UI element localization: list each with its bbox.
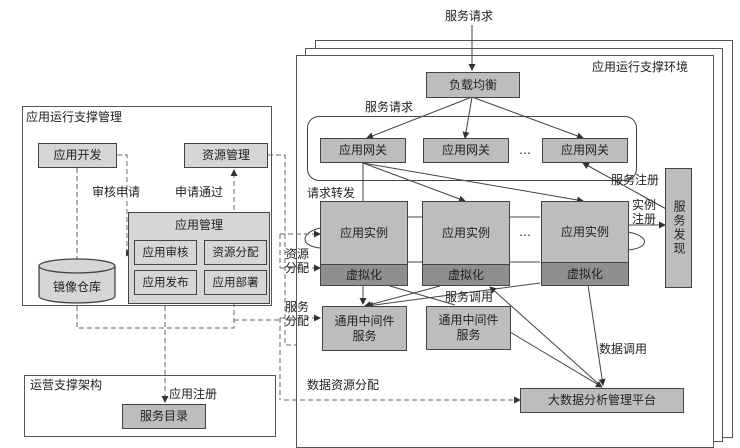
gateway-request-label: 服务请求 (365, 100, 414, 114)
instance-box-3[interactable]: 应用实例 (541, 201, 629, 263)
service-call-label: 服务调用 (445, 290, 494, 304)
service-discovery-label: 服务发现 (672, 200, 686, 256)
runtime-mgmt-title: 应用运行支撑管理 (26, 110, 123, 124)
resource-alloc-label: 资源分配 (284, 247, 309, 275)
app-register-label: 应用注册 (169, 387, 218, 401)
audit-request-label: 审核申请 (92, 185, 141, 199)
instance-register-label: 实例注册 (631, 198, 656, 226)
bigdata-platform-box[interactable]: 大数据分析管理平台 (520, 388, 684, 413)
instance-box-1[interactable]: 应用实例 (320, 201, 408, 265)
gateway-box-3[interactable]: 应用网关 (542, 138, 628, 163)
resource-alloc-box[interactable]: 资源分配 (204, 240, 267, 265)
virtualization-box-3[interactable]: 虚拟化 (541, 262, 629, 286)
virtualization-box-2[interactable]: 虚拟化 (422, 264, 510, 286)
forward-label: 请求转发 (307, 186, 356, 200)
middleware-box-1[interactable]: 通用中间件 服务 (322, 306, 407, 351)
load-balancer-box[interactable]: 负载均衡 (426, 72, 520, 98)
data-call-label: 数据调用 (599, 342, 648, 356)
app-dev-box[interactable]: 应用开发 (38, 143, 117, 168)
gateway-box-1[interactable]: 应用网关 (320, 138, 406, 163)
data-resource-alloc-label: 数据资源分配 (307, 378, 380, 392)
app-publish-box[interactable]: 应用发布 (134, 270, 197, 295)
gateway-ellipsis: … (519, 143, 531, 157)
gateway-box-2[interactable]: 应用网关 (423, 138, 509, 163)
service-discovery-box[interactable]: 服务发现 (665, 168, 692, 288)
app-mgmt-title: 应用管理 (174, 218, 223, 232)
ops-support-title: 运营支撑架构 (30, 378, 103, 392)
image-repo-cylinder[interactable]: 镜像仓库 (38, 258, 116, 304)
service-catalog-box[interactable]: 服务目录 (122, 404, 206, 429)
instance-ellipsis: … (519, 225, 531, 239)
approve-label: 申请通过 (175, 185, 224, 199)
middleware-box-2[interactable]: 通用中间件 服务 (426, 306, 511, 350)
top-request-label: 服务请求 (445, 9, 494, 23)
virtualization-box-1[interactable]: 虚拟化 (320, 264, 408, 286)
app-audit-box[interactable]: 应用审核 (134, 240, 197, 265)
service-register-label: 服务注册 (611, 173, 660, 187)
image-repo-label: 镜像仓库 (52, 280, 101, 294)
resource-mgmt-box[interactable]: 资源管理 (184, 143, 268, 168)
service-alloc-label: 服务分配 (284, 300, 309, 328)
app-deploy-box[interactable]: 应用部署 (204, 270, 267, 295)
runtime-env-title: 应用运行支撑环境 (592, 60, 689, 74)
instance-box-2[interactable]: 应用实例 (422, 201, 510, 265)
